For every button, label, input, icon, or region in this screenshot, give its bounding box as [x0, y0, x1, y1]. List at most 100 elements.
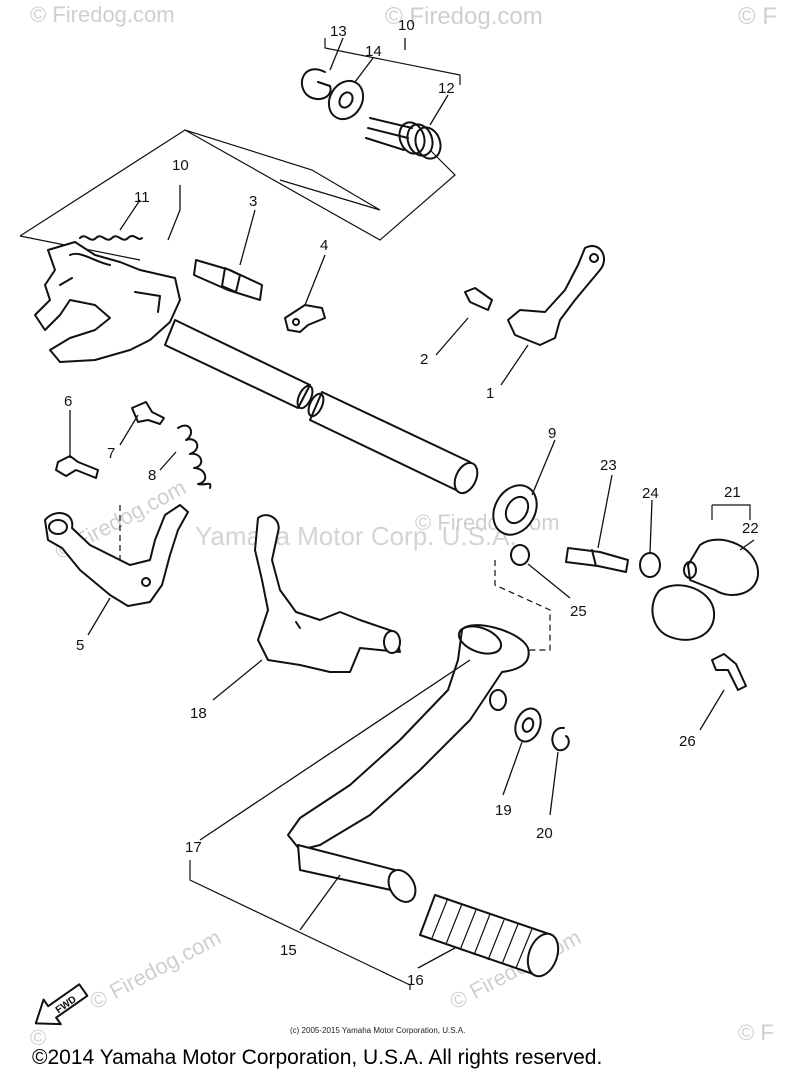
peg-15	[297, 844, 401, 893]
part-label-23: 23	[600, 457, 617, 474]
shaft-break-2	[307, 392, 325, 418]
part-label-3: 3	[249, 193, 257, 210]
part-5	[44, 504, 189, 607]
part-label-17: 17	[185, 839, 202, 856]
parts-6-7-8	[55, 401, 212, 489]
part-label-14: 14	[365, 43, 382, 60]
bolt-6	[55, 455, 99, 479]
part-label-20: 20	[536, 825, 553, 842]
watermark-center-brand: © Firedog.com	[415, 510, 560, 535]
part-label-15: 15	[280, 942, 297, 959]
spring-11	[79, 235, 143, 241]
spring-8	[177, 424, 212, 489]
shift-shaft-lower	[309, 391, 471, 491]
shift-pedal-assembly	[287, 624, 560, 978]
leader-10	[167, 185, 181, 241]
washer-19-hole	[521, 717, 535, 733]
part-label-19: 19	[495, 802, 512, 819]
small-copyright: (c) 2005-2015 Yamaha Motor Corporation, …	[290, 1026, 465, 1035]
part-label-10-upper: 10	[398, 17, 415, 34]
part-18	[254, 514, 401, 673]
joint-21	[651, 584, 716, 641]
joint-22-pin	[683, 561, 697, 579]
watermark-bottom-far-right: © F	[738, 1020, 774, 1045]
part-label-26: 26	[679, 733, 696, 750]
circlip-13	[300, 68, 332, 101]
arm-18-pin	[383, 630, 401, 654]
fwd-arrow-icon	[34, 983, 89, 1026]
bolt-26	[711, 653, 747, 691]
assembly-9-dash	[494, 560, 551, 651]
leader-11	[119, 199, 141, 231]
peg-15-end	[387, 869, 417, 903]
lever-5-eye	[48, 519, 68, 535]
plate-4-hole	[292, 318, 300, 326]
watermark-top-left: © Firedog.com	[30, 2, 175, 27]
circlip-20	[551, 726, 570, 752]
assembly-21-bracket	[711, 504, 751, 520]
parts-21-22	[651, 538, 760, 691]
shaft-break-1	[296, 384, 314, 410]
part-label-25: 25	[570, 603, 587, 620]
shift-arm-18	[254, 514, 401, 673]
part-number-labels: 1 2 3 4 5 6 7 8 9 10 10 11 12 13 14 15 1…	[64, 17, 759, 989]
watermark-top-right: © F	[738, 3, 777, 30]
shift-lever-5	[44, 504, 189, 607]
part-label-24: 24	[642, 485, 659, 502]
leader-20	[549, 751, 559, 816]
part-label-18: 18	[190, 705, 207, 722]
part-label-22: 22	[742, 520, 759, 537]
part-label-11: 11	[134, 189, 150, 206]
washer-19	[514, 707, 542, 743]
leader-18	[212, 659, 263, 701]
leader-4	[304, 254, 326, 306]
leader-22	[739, 539, 755, 551]
leader-24	[649, 499, 653, 554]
shift-shaft-assembly	[34, 235, 479, 495]
parts-19-20	[514, 707, 570, 752]
watermark-bottom-left: © Firedog.com	[86, 924, 225, 1014]
leader-8	[159, 451, 177, 471]
part-label-12: 12	[438, 80, 455, 97]
leader-2	[435, 317, 469, 356]
parts-23-24-25	[510, 544, 661, 578]
stopper-lever-1	[507, 245, 605, 346]
oil-seal-9-inner	[504, 495, 530, 525]
bolt-23	[565, 547, 629, 573]
washer-14-hole	[338, 91, 354, 109]
oil-seal-9	[492, 484, 538, 536]
assembly-10-bracket	[19, 129, 381, 237]
shaft-spline-end	[453, 461, 479, 495]
shift-shaft-upper	[164, 319, 311, 409]
shift-pedal-17	[287, 624, 530, 851]
part-label-21: 21	[724, 484, 741, 501]
pin-3	[193, 259, 263, 301]
lever-5-hole	[141, 577, 151, 587]
leader-14	[354, 57, 374, 83]
leader-12	[429, 94, 449, 126]
part-9	[492, 484, 538, 536]
pedal-17-boss	[457, 625, 503, 655]
assembly-top-bracket	[324, 38, 461, 85]
part-label-4: 4	[320, 237, 328, 254]
leader-3	[239, 209, 256, 266]
collar-25	[510, 544, 530, 566]
part-label-5: 5	[76, 637, 84, 654]
shift-arm-plate	[34, 241, 181, 363]
leader-lines	[69, 37, 755, 969]
part-label-7: 7	[107, 445, 115, 462]
assembly-17-bracket	[189, 860, 411, 990]
pedal-17-hole	[489, 689, 507, 711]
leader-26	[699, 689, 725, 731]
leader-25	[527, 563, 571, 599]
leader-15	[299, 874, 341, 931]
part-label-16: 16	[407, 972, 424, 989]
leader-7	[119, 414, 139, 446]
leader-9	[531, 439, 556, 496]
part-1-2	[464, 245, 605, 346]
bolt-2	[464, 287, 493, 311]
shift-arm-detail	[59, 252, 161, 313]
leader-19	[502, 741, 523, 796]
spring-12	[365, 117, 442, 160]
